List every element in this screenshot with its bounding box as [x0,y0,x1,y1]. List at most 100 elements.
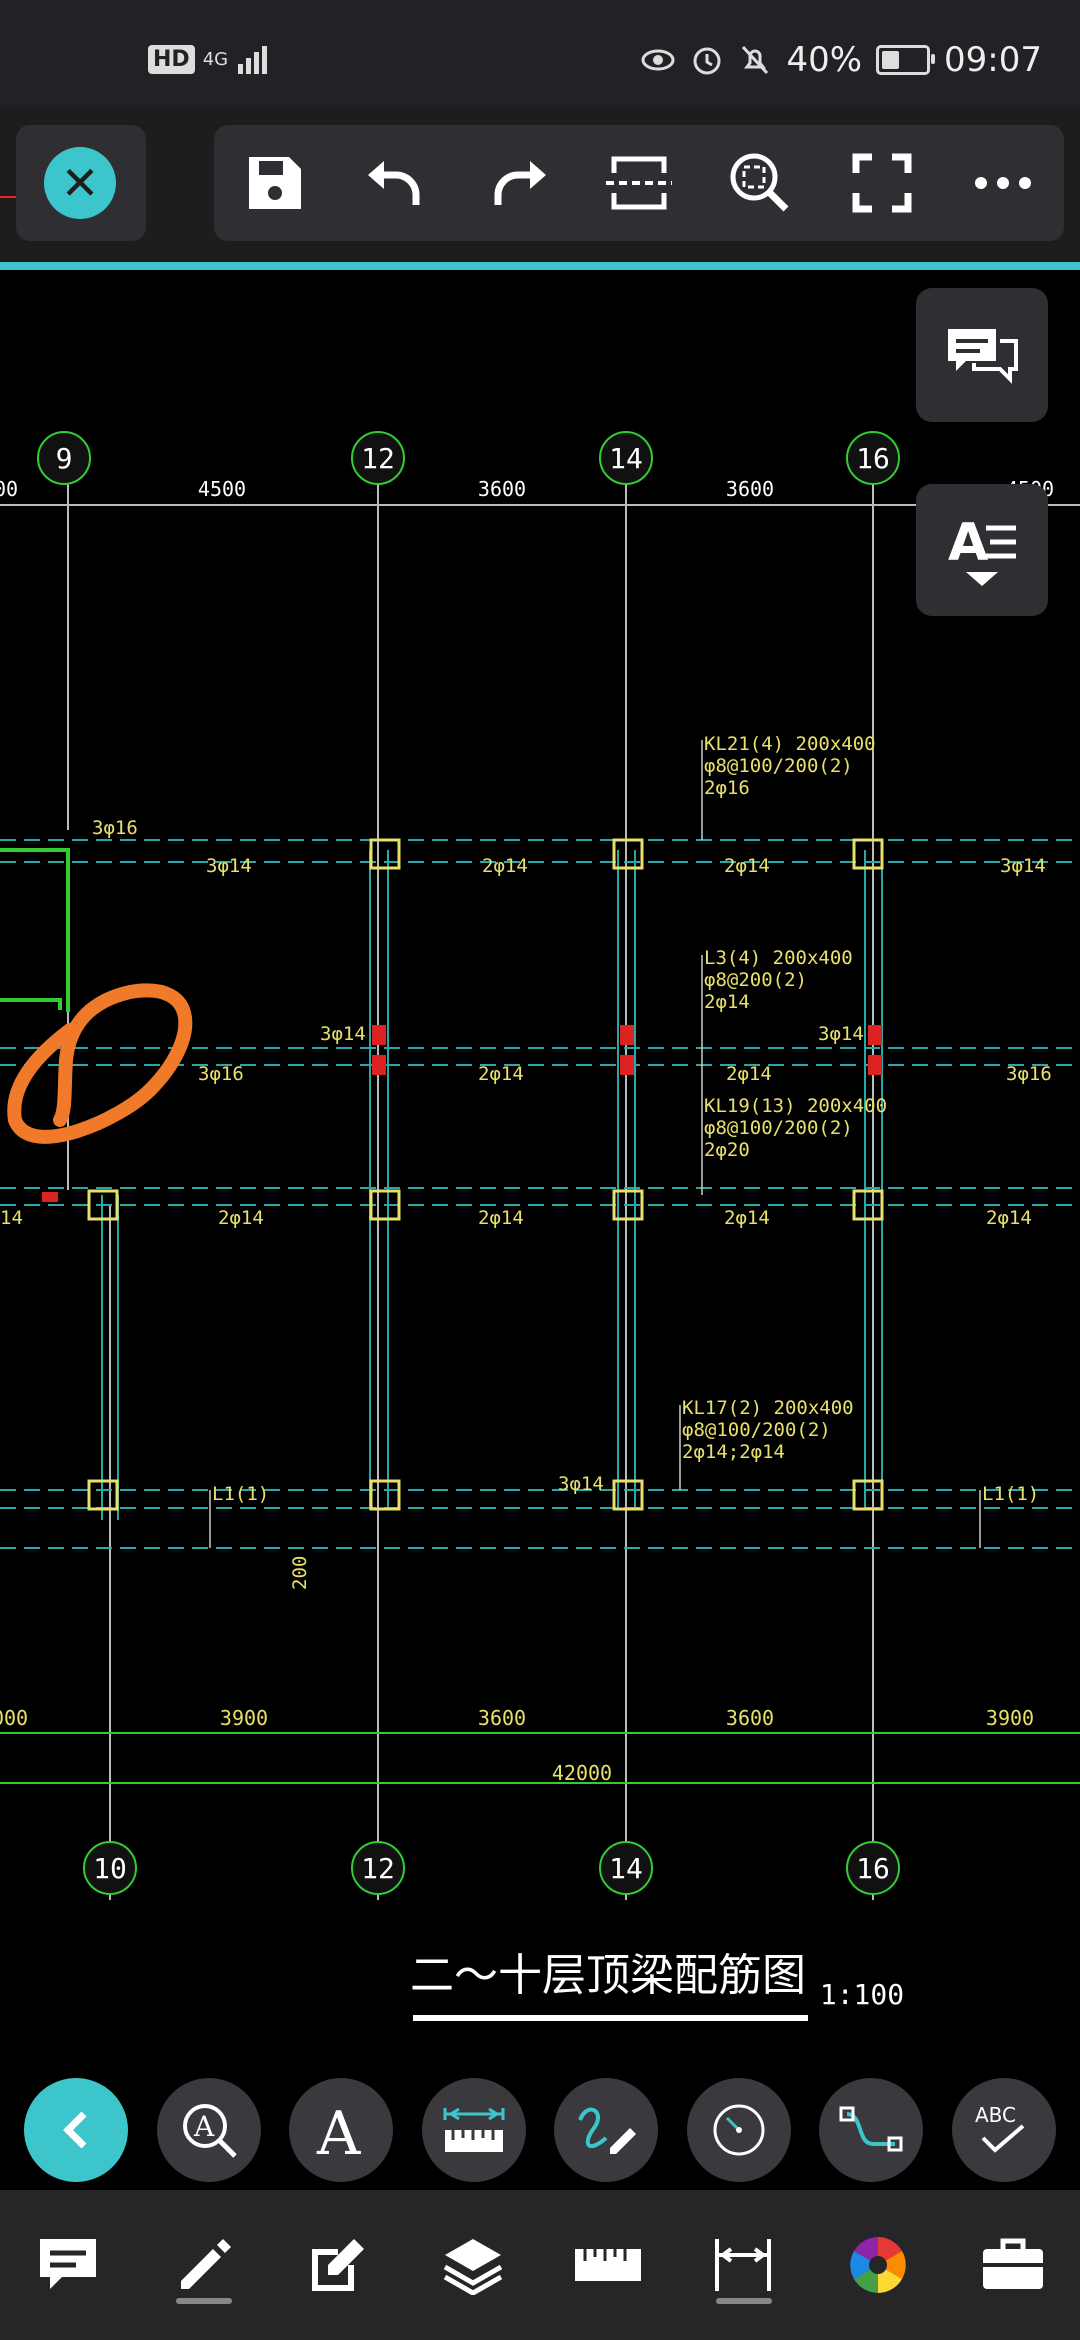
kl21-stirrup: φ8@100/200(2) [704,755,853,777]
text-search-button[interactable]: A [156,2078,261,2182]
dimension-tab[interactable] [698,2220,788,2310]
eye-icon [641,49,675,71]
vertical-beams [101,850,883,1520]
zoom-fit-button[interactable] [715,138,805,228]
top-toolbar [214,125,1064,241]
rebar-3-14-c: 3φ14 [320,1023,366,1045]
l3-label: L3(4) 200x400 [704,947,853,969]
axis-top-1: 9 [56,442,73,475]
rebar-2-14-f: 2φ14 [478,1207,524,1229]
svg-text:A: A [948,513,988,568]
bottom-dimensions: 000 3900 3600 3600 3900 42000 [0,1706,1034,1785]
axis-top-4: 16 [856,442,890,475]
layers-tab[interactable] [428,2220,518,2310]
rebar-2-14-g: 2φ14 [724,1207,770,1229]
toolbox-tab[interactable] [968,2220,1058,2310]
network-type: 4G [202,48,229,70]
comment-list-button[interactable] [916,288,1048,422]
drawing-tools-row: A A ABC [0,2050,1080,2210]
measure-icon [443,2107,505,2152]
color-tab[interactable] [833,2220,923,2310]
kl21-label: KL21(4) 200x400 [704,733,876,755]
ruler-icon [574,2249,641,2281]
rebar-2-14-c: 2φ14 [478,1063,524,1085]
text-tool-button[interactable]: A [289,2078,394,2182]
beam-lines [0,839,1080,1549]
pen-icon [180,2239,231,2289]
rebar-14-edge: 14 [0,1207,23,1229]
pen-tab[interactable] [158,2220,248,2310]
dimension-tab-indicator [715,2298,772,2304]
polyline-button[interactable] [819,2078,924,2182]
arc-button[interactable] [686,2078,791,2182]
drawing-edge-line [0,196,16,198]
save-button[interactable] [230,138,320,228]
back-button[interactable] [24,2078,129,2182]
save-icon [248,157,301,209]
rebar-2-14-d: 2φ14 [726,1063,772,1085]
spellcheck-icon: ABC [975,2103,1025,2153]
svg-text:A: A [316,2100,361,2160]
total-dimension: 42000 [552,1761,612,1785]
redo-button[interactable] [473,138,563,228]
dim-bottom-1: 3900 [220,1706,268,1730]
more-button[interactable] [958,138,1048,228]
kl17-stirrup: φ8@100/200(2) [682,1419,831,1441]
axis-top-2: 12 [361,442,395,475]
status-bar: HD 4G 40% 09:07 [0,0,1080,105]
cad-drawing-canvas[interactable]: 9 12 14 16 10 12 14 16 00 4500 3600 3600… [0,270,1080,2050]
rebar-marks [42,1025,882,1202]
measure-button[interactable] [421,2078,526,2182]
chevron-down-icon [966,572,998,586]
arc-icon [713,2104,765,2156]
drawing-title: 二～十层顶梁配筋图 [410,1950,806,2001]
text-style-button[interactable]: A [916,484,1048,616]
ruler-tab[interactable] [563,2220,653,2310]
annotation-icon [39,2239,96,2289]
close-button[interactable]: ✕ [44,147,116,219]
fullscreen-button[interactable] [837,138,927,228]
zoom-fit-icon [730,153,789,212]
axis-top-3: 14 [609,442,643,475]
orange-sketch-annotation[interactable] [7,983,193,1144]
rebar-3-14-a: 3φ14 [206,855,252,877]
undo-icon [368,161,420,205]
dim-top-1: 4500 [198,477,246,501]
battery-icon [876,45,936,75]
l3-rebar: 2φ14 [704,991,750,1013]
l3-stirrup: φ8@200(2) [704,969,807,991]
kl17-rebar: 2φ14;2φ14 [682,1441,785,1463]
rebar-3-14-e: 3φ14 [558,1473,604,1495]
undo-button[interactable] [351,138,441,228]
rebar-3-16-b: 3φ16 [198,1063,244,1085]
text-search-icon: A [182,2104,237,2158]
rebar-3-16-c: 3φ16 [1006,1063,1052,1085]
split-button[interactable] [594,138,684,228]
drawing-scale: 1:100 [820,1978,904,2011]
dimension-icon [714,2239,771,2291]
axis-bottom-3: 14 [609,1852,643,1885]
kl19-rebar: 2φ20 [704,1139,750,1161]
fullscreen-icon [852,153,912,213]
hd-badge: HD [148,44,195,74]
back-icon [63,2111,87,2149]
rebar-2-14-a: 2φ14 [482,855,528,877]
rebar-2-14-h: 2φ14 [986,1207,1032,1229]
redo-icon [494,161,546,205]
pen-tab-indicator [175,2298,232,2304]
color-wheel-icon [849,2237,906,2293]
sketch-button[interactable] [554,2078,659,2182]
axis-labels: 9 12 14 16 10 12 14 16 [56,442,890,1885]
signal-group: HD 4G [148,44,272,74]
edit-tab[interactable] [293,2220,383,2310]
dim-bottom-2: 3600 [478,1706,526,1730]
spellcheck-button[interactable]: ABC [951,2078,1056,2182]
kl19-stirrup: φ8@100/200(2) [704,1117,853,1139]
svg-text:A: A [193,2110,215,2143]
rebar-3-14-b: 3φ14 [1000,855,1046,877]
axis-bottom-1: 10 [93,1852,127,1885]
more-icon [975,177,1032,189]
annotation-tab[interactable] [23,2220,113,2310]
sketch-icon [578,2107,637,2154]
toolbar-accent-line [0,262,1080,270]
